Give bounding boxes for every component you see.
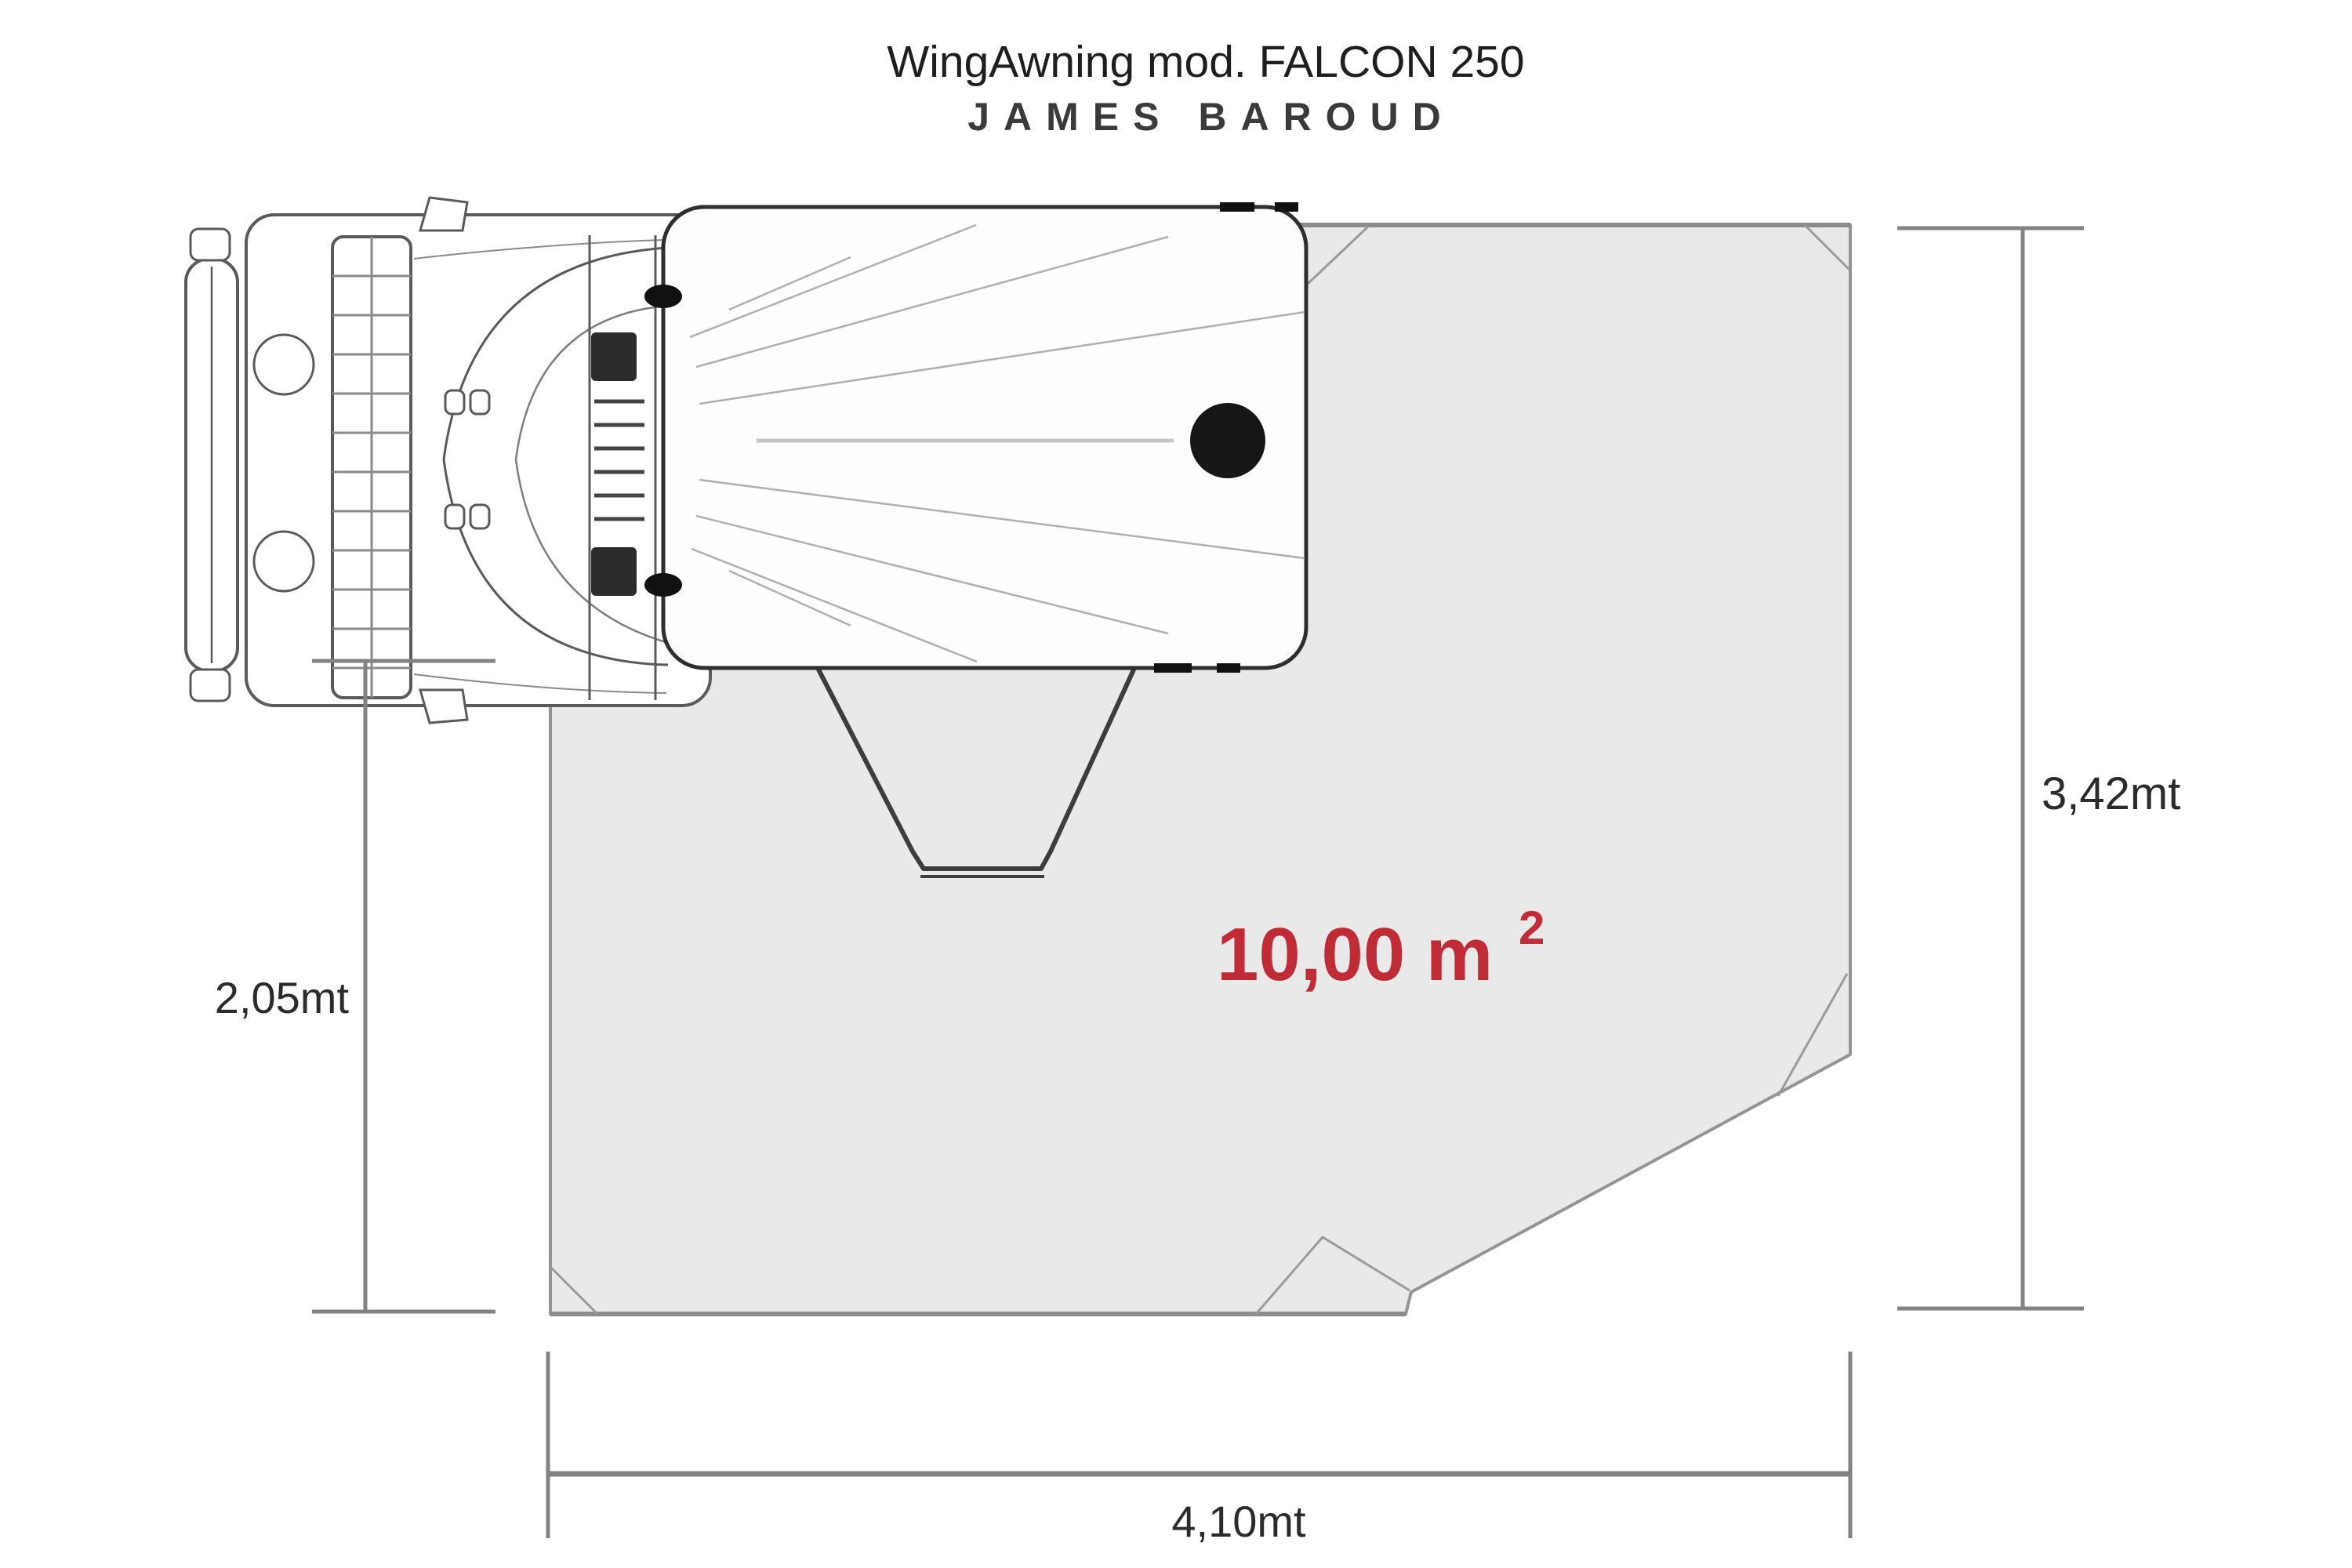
corner-lamp-bottom — [189, 668, 231, 702]
hood-crease-bottom — [413, 673, 667, 694]
page-title: WingAwning mod. FALCON 250 — [887, 37, 1525, 87]
dimension-bottom-width: 4,10mt — [546, 1352, 1853, 1546]
rack-mount-top — [591, 332, 637, 381]
hinge-dot-bottom — [644, 573, 682, 597]
dim-label-bottom: 4,10mt — [1171, 1497, 1306, 1546]
headlight-right — [252, 530, 315, 593]
headlight-left — [252, 333, 315, 396]
hood-vent — [469, 389, 491, 416]
dim-label-left: 2,05mt — [215, 973, 350, 1022]
dim-label-right: 3,42mt — [2042, 768, 2180, 819]
hood-vent — [444, 389, 466, 416]
fold-line-box-corner — [1306, 226, 1369, 285]
vehicle-top-view — [184, 196, 712, 724]
fabric-fold-lines — [689, 223, 1305, 663]
hood-vent — [444, 503, 466, 530]
hood-outer-contour — [442, 246, 669, 666]
door-flap-outline — [815, 666, 1137, 871]
hood-vent — [469, 503, 491, 530]
fold-line-bottom — [1254, 1236, 1410, 1315]
case-knob — [1190, 403, 1265, 478]
side-mirror-top — [419, 196, 469, 232]
area-label: 10,00 m 2 — [1217, 902, 1544, 996]
awning-case-outline — [661, 205, 1308, 670]
fold-line-right-corner — [1777, 973, 1849, 1097]
rooftop-awning-case — [644, 202, 1308, 673]
hood-inner-contour — [514, 304, 669, 644]
fold-lines — [549, 223, 1852, 1316]
rack-mount-bottom — [591, 547, 637, 596]
area-superscript: 2 — [1519, 902, 1544, 954]
dimension-left-offset: 2,05mt — [215, 659, 495, 1314]
fold-line-top-right — [1803, 223, 1852, 272]
side-mirror-bottom — [419, 688, 469, 724]
fold-line-bottom-left — [549, 1265, 599, 1316]
area-value: 10,00 m — [1217, 913, 1493, 996]
dimension-right-height: 3,42mt — [1897, 226, 2180, 1311]
hood-vents — [444, 389, 491, 530]
hood-crease-top — [413, 239, 667, 260]
door-awning-flap — [815, 666, 1137, 878]
hinge-dot-top — [644, 285, 682, 308]
vehicle-body — [245, 213, 712, 707]
corner-lamp-top — [189, 227, 231, 262]
brand-logo-text: JAMES BAROUD — [967, 95, 1455, 139]
rack-crossbar-slats — [594, 399, 644, 521]
